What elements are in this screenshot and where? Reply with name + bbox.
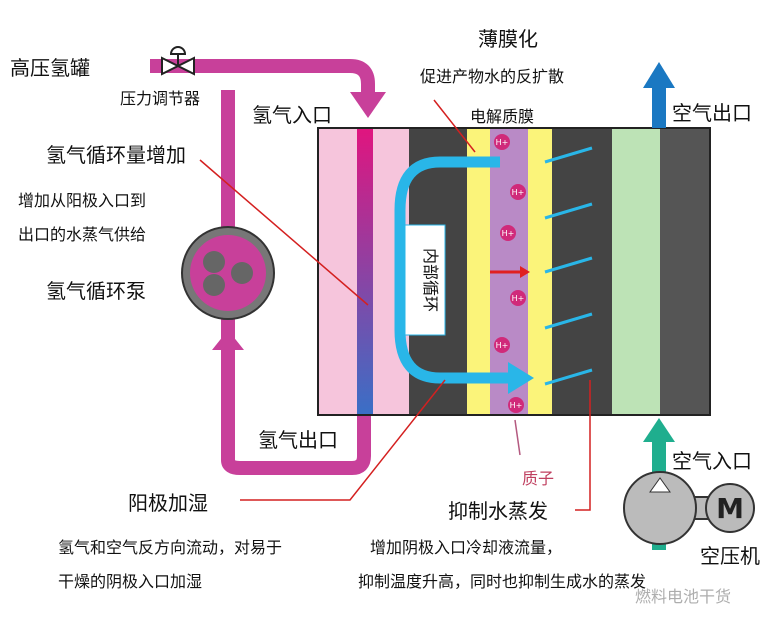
recirc-increase-label: 氢气循环量增加 bbox=[46, 143, 186, 167]
protons bbox=[494, 134, 526, 413]
proton-label: H+ bbox=[512, 188, 525, 197]
internal-loop-label: 内部循环 bbox=[421, 248, 440, 312]
electrolyte-label: 电解质膜 bbox=[470, 107, 534, 126]
proton-label: H+ bbox=[496, 341, 509, 350]
watermark: 燃料电池干货 bbox=[635, 587, 731, 606]
compressor-icon[interactable] bbox=[623, 471, 755, 545]
h2-inlet-arrow bbox=[350, 92, 386, 118]
air-inlet-label: 空气入口 bbox=[672, 449, 752, 473]
compressor-label: 空压机 bbox=[700, 544, 760, 568]
thin-film-desc: 促进产物水的反扩散 bbox=[420, 67, 564, 86]
suppress-desc-2: 抑制温度升高，同时也抑制生成水的蒸发 bbox=[358, 572, 646, 591]
proton-label: H+ bbox=[502, 229, 515, 238]
valve-icon[interactable] bbox=[161, 46, 195, 76]
water-diffusion-arrows bbox=[544, 146, 593, 386]
proton-caption: 质子 bbox=[522, 469, 554, 488]
air-outlet-arrowhead bbox=[643, 62, 675, 88]
h2-outlet-label: 氢气出口 bbox=[258, 428, 338, 452]
proton-arrowhead bbox=[520, 266, 530, 278]
hydrogen-pipe bbox=[150, 59, 375, 475]
h2-return-arrow bbox=[212, 330, 244, 350]
internal-loop-arrow bbox=[394, 156, 510, 384]
fuel-cell-stack bbox=[317, 127, 711, 416]
anode-humid-label: 阳极加湿 bbox=[128, 491, 208, 515]
recirc-desc-1: 增加从阳极入口到 bbox=[18, 191, 146, 210]
pump-label: 氢气循环泵 bbox=[46, 279, 146, 303]
regulator-label: 压力调节器 bbox=[120, 89, 200, 108]
anode-desc-1: 氢气和空气反方向流动，对易于 bbox=[58, 538, 282, 557]
thin-film-label: 薄膜化 bbox=[478, 27, 538, 51]
motor-label: M bbox=[716, 492, 744, 525]
air-inlet-arrowhead bbox=[643, 418, 675, 442]
proton-label: H+ bbox=[510, 401, 523, 410]
internal-loop-box bbox=[404, 224, 446, 336]
air-outlet-label: 空气出口 bbox=[672, 101, 752, 125]
loop-arrowhead bbox=[508, 362, 534, 394]
recirc-desc-2: 出口的水蒸气供给 bbox=[18, 225, 146, 244]
leader-lines bbox=[199, 99, 591, 511]
tank-label: 高压氢罐 bbox=[10, 56, 90, 80]
proton-label: H+ bbox=[512, 294, 525, 303]
suppress-desc-1: 增加阴极入口冷却液流量， bbox=[370, 538, 562, 557]
h2-inlet-label: 氢气入口 bbox=[252, 103, 332, 127]
air-outlet-arrow bbox=[652, 85, 666, 128]
pump-icon[interactable] bbox=[181, 226, 275, 320]
suppress-evap-label: 抑制水蒸发 bbox=[448, 499, 548, 523]
anode-desc-2: 干燥的阴极入口加湿 bbox=[58, 572, 202, 591]
proton-label: H+ bbox=[496, 138, 509, 147]
